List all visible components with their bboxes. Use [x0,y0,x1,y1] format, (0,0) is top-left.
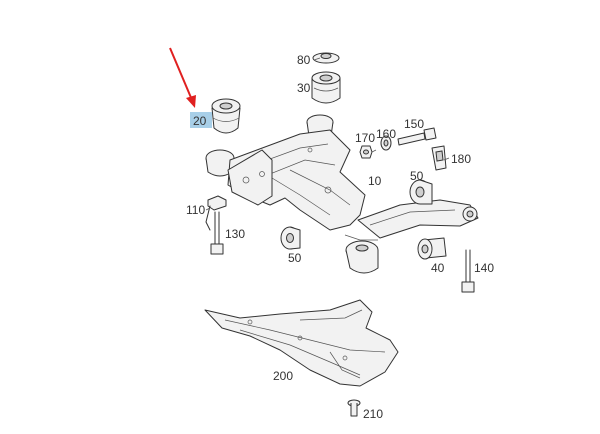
part-140-bolt[interactable] [461,249,475,293]
part-150-bolt[interactable] [397,127,437,146]
part-170-nut[interactable] [359,145,373,159]
highlight-box-20 [190,112,212,128]
label-80: 80 [297,53,311,67]
label-10: 10 [368,174,382,188]
label-110: 110 [186,203,205,217]
part-110-bracket[interactable] [205,195,227,231]
label-200: 200 [273,369,293,383]
part-80-washer[interactable] [312,52,340,64]
part-200-shield[interactable] [204,299,399,387]
part-50-bushing-right[interactable] [409,179,433,205]
label-150: 150 [404,117,424,131]
label-160: 160 [376,127,396,141]
label-180: 180 [451,152,471,166]
part-40-bushing[interactable] [417,237,447,260]
label-50-right: 50 [410,169,424,183]
label-130: 130 [225,227,245,241]
label-20: 20 [193,114,207,128]
part-50-bushing-left[interactable] [280,226,301,250]
part-labels: 80 30 20 170 160 150 180 10 50 110 130 5… [186,53,494,421]
part-20-bushing[interactable] [211,98,241,134]
label-170: 170 [355,131,375,145]
part-180-bracket[interactable] [431,145,447,171]
label-210: 210 [363,407,383,421]
part-160-washer[interactable] [380,135,392,151]
part-210-fastener[interactable] [347,399,361,417]
label-30: 30 [297,81,311,95]
label-40: 40 [431,261,445,275]
part-130-bolt[interactable] [210,211,224,255]
leader-lines [205,57,450,211]
label-50-left: 50 [288,251,302,265]
part-30-bushing[interactable] [311,71,341,104]
part-10-subframe[interactable] [205,114,479,274]
label-140: 140 [474,261,494,275]
pointer-arrow [169,47,196,108]
